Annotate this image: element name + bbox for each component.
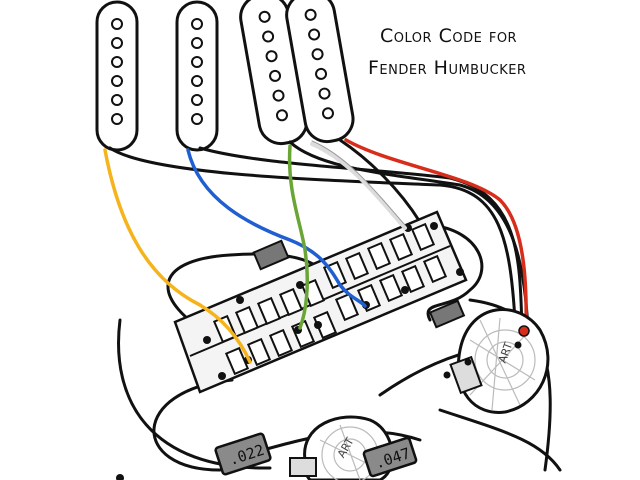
green-wire <box>287 144 310 330</box>
yellow-wire <box>103 148 252 364</box>
title-line-1: Color Code for <box>380 25 517 47</box>
selector-switch <box>173 210 468 394</box>
wire-end <box>116 474 124 480</box>
white-wire-outline <box>311 140 406 226</box>
title-line-2: Fender Humbucker <box>368 57 526 79</box>
capacitor-022: .022 <box>214 432 272 476</box>
diagram-title: Color Code for Fender Humbucker <box>368 25 526 79</box>
pickup-neck <box>95 0 139 152</box>
blue-wire <box>186 148 367 308</box>
capacitor-047: .047 <box>362 436 418 478</box>
pickup-middle <box>175 0 219 152</box>
potentiometer-right: ART <box>443 308 550 414</box>
white-wire <box>310 142 407 230</box>
solder-joint-red <box>518 325 530 337</box>
pickup-humbucker <box>239 0 355 146</box>
red-wire <box>344 138 528 334</box>
